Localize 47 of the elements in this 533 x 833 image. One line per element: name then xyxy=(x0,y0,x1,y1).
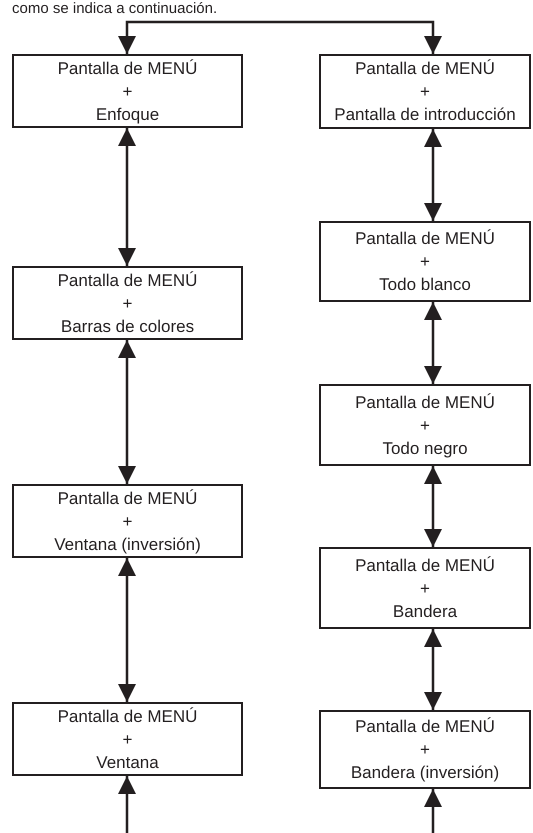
plus-sign: + xyxy=(122,292,132,314)
intro-text: como se indica a continuación. xyxy=(12,0,218,17)
box-text: Todo negro xyxy=(382,438,468,460)
plus-sign: + xyxy=(420,251,430,273)
box-text: Pantalla de MENÚ xyxy=(355,554,495,576)
box-text: Pantalla de MENÚ xyxy=(58,488,198,510)
box-text: Barras de colores xyxy=(60,316,194,338)
plus-sign: + xyxy=(122,510,132,532)
box-text: Pantalla de MENÚ xyxy=(355,228,495,250)
process-box xyxy=(319,221,531,302)
box-text: Ventana xyxy=(96,752,159,774)
process-box xyxy=(12,702,243,776)
box-text: Pantalla de MENÚ xyxy=(355,392,495,414)
box-text: Todo blanco xyxy=(379,274,471,296)
box-text: Bandera (inversión) xyxy=(350,762,500,784)
box-text: Pantalla de MENÚ xyxy=(58,706,198,728)
process-box xyxy=(319,547,531,629)
arrow xyxy=(424,789,442,833)
plus-sign: + xyxy=(122,728,132,750)
plus-sign: + xyxy=(420,578,430,600)
process-box xyxy=(12,54,243,128)
box-text: Pantalla de MENÚ xyxy=(58,270,198,292)
arrow xyxy=(118,128,136,266)
box-text: Bandera xyxy=(392,600,458,622)
process-box xyxy=(319,384,531,466)
box-text: Pantalla de MENÚ xyxy=(58,58,198,80)
box-text: Pantalla de MENÚ xyxy=(355,716,495,738)
arrow xyxy=(424,129,442,221)
process-box xyxy=(12,266,243,340)
arrow xyxy=(118,340,136,484)
box-text: Enfoque xyxy=(96,104,160,126)
plus-sign: + xyxy=(420,739,430,761)
box-text: Ventana (inversión) xyxy=(54,534,201,556)
arrow xyxy=(424,302,442,384)
plus-sign: + xyxy=(122,80,132,102)
arrow xyxy=(118,558,136,702)
plus-sign: + xyxy=(420,414,430,436)
arrow xyxy=(424,466,442,547)
arrow xyxy=(118,20,442,54)
process-box xyxy=(319,54,531,129)
plus-sign: + xyxy=(420,81,430,103)
arrow xyxy=(118,776,136,833)
arrow xyxy=(424,629,442,710)
box-text: Pantalla de introducción xyxy=(334,104,516,126)
process-box xyxy=(319,710,531,789)
process-box xyxy=(12,484,243,558)
box-text: Pantalla de MENÚ xyxy=(355,58,495,80)
